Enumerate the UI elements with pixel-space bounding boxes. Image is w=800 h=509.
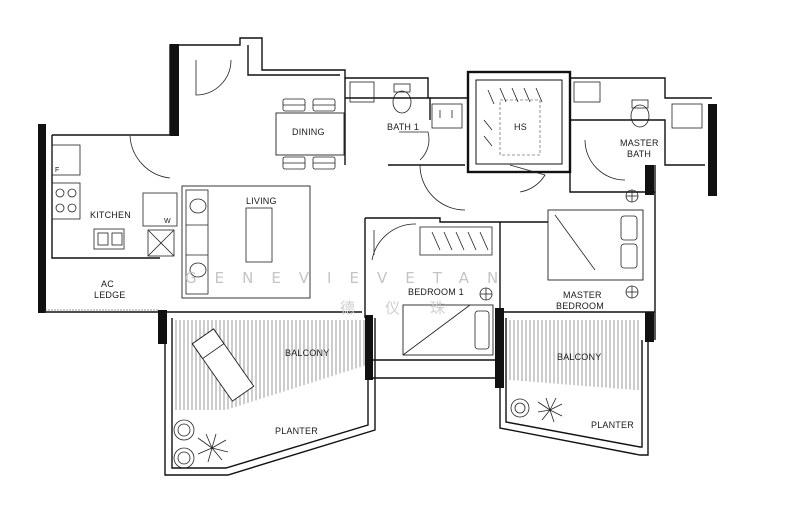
watermark: GENEVIEVETAN 德仪珠 [185, 269, 516, 317]
washer-mark: W [164, 218, 171, 225]
label-kitchen: KITCHEN [90, 210, 131, 220]
label-hs: HS [514, 122, 527, 132]
bedroom1-furniture [402, 226, 494, 356]
planter-plants-left [173, 419, 229, 469]
label-master-bath-2: BATH [627, 149, 651, 159]
label-balcony-left: BALCONY [285, 348, 329, 358]
label-master-bedroom-1: MASTER [563, 290, 602, 300]
label-master-bedroom-2: BEDROOM [556, 301, 604, 311]
balcony-left-hatch [175, 320, 365, 410]
hs-fixtures [483, 87, 543, 156]
thick-walls [38, 44, 717, 388]
label-ac-ledge-2: LEDGE [94, 290, 126, 300]
label-ac-ledge-1: AC [101, 279, 114, 289]
planter-plants-right [510, 397, 563, 423]
watermark-latin: GENEVIEVETAN [185, 269, 516, 287]
dining-set [275, 98, 345, 170]
balcony-right-hatch [509, 320, 639, 390]
ac-ledge-edge [45, 309, 158, 313]
bath1-fixtures [349, 81, 463, 129]
master-bath-fixtures [573, 81, 703, 129]
balcony-lounger [191, 328, 255, 402]
living-furniture [181, 185, 311, 299]
kitchen-fixtures [51, 144, 178, 257]
fridge-mark: F [55, 167, 59, 174]
watermark-chinese: 德仪珠 [340, 299, 475, 317]
doors [129, 59, 626, 261]
label-master-bath-1: MASTER [620, 138, 659, 148]
room-labels: DINING BATH 1 HS MASTER BATH KITCHEN LIV… [55, 122, 659, 436]
label-dining: DINING [292, 127, 325, 137]
walls [43, 37, 712, 476]
label-bath1: BATH 1 [387, 122, 419, 132]
label-living: LIVING [246, 196, 277, 206]
label-bedroom1: BEDROOM 1 [408, 287, 464, 297]
label-planter-left: PLANTER [275, 426, 318, 436]
label-planter-right: PLANTER [591, 420, 634, 430]
label-balcony-right: BALCONY [557, 352, 601, 362]
master-bedroom-furniture [547, 189, 644, 299]
